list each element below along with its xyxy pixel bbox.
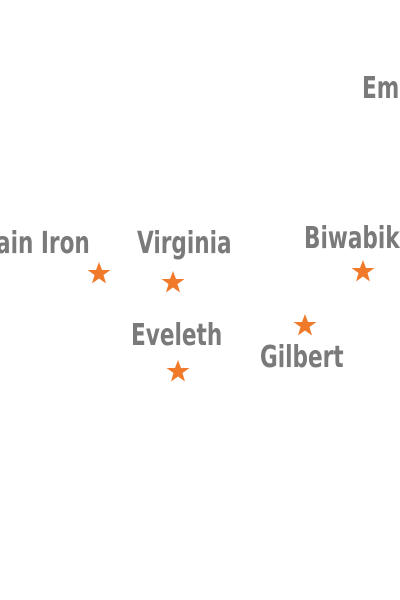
town-label-eveleth: Eveleth	[131, 318, 223, 353]
star-icon	[161, 270, 185, 294]
star-icon	[87, 261, 111, 285]
star-icon	[293, 313, 317, 337]
town-label-virginia: Virginia	[137, 226, 232, 261]
town-label-em: Em	[362, 71, 400, 106]
town-label-gilbert: Gilbert	[260, 340, 344, 375]
town-label-biwabik: Biwabik	[304, 221, 400, 256]
star-icon	[166, 359, 190, 383]
town-label-mountain-iron: ain Iron	[0, 226, 90, 261]
star-icon	[351, 259, 375, 283]
